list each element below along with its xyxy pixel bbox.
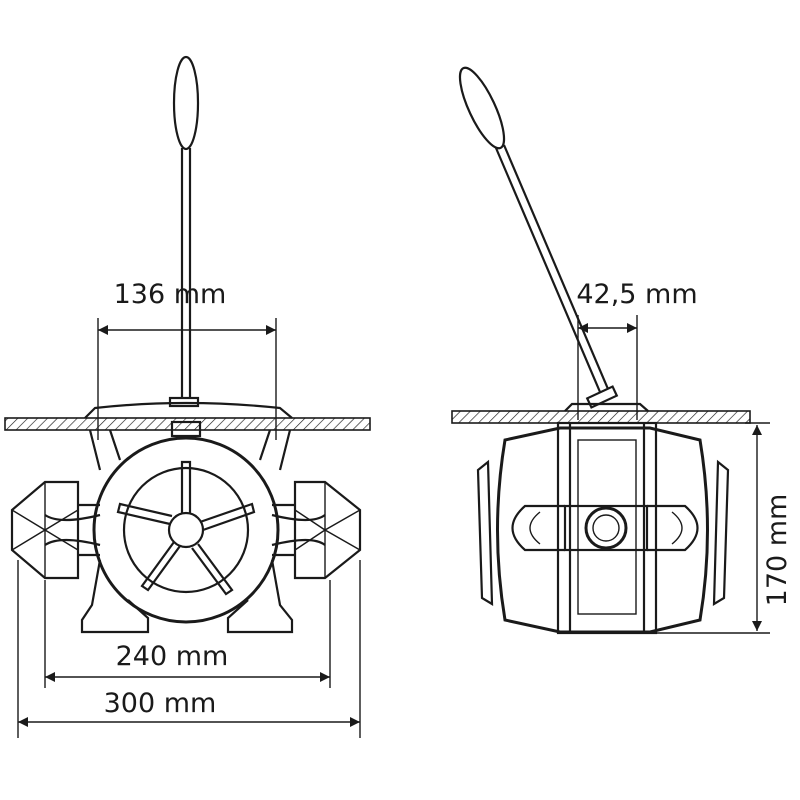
dim-handle-spacing-label: 136 mm [114,279,227,310]
front-right-valve [271,480,362,580]
dim-base-width: 240 mm [44,580,331,688]
dim-height: 170 mm [650,422,793,634]
dim-height-label: 170 mm [762,494,793,607]
front-pump-body [80,420,294,634]
front-mounting-plate [4,417,371,431]
dim-lever-offset: 42,5 mm [576,279,698,420]
front-left-valve [10,480,101,580]
dim-lever-offset-label: 42,5 mm [576,279,697,310]
dim-base-width-label: 240 mm [116,641,229,672]
dim-handle-spacing: 136 mm [97,279,277,440]
side-lever [458,66,619,409]
front-view: 136 mm 240 mm 300 mm [4,55,371,738]
dim-overall-width-label: 300 mm [104,688,217,719]
front-handle [172,55,200,398]
side-mounting-plate [451,410,751,424]
side-pump-body [476,421,730,635]
side-view: 42,5 mm 170 mm [451,66,793,635]
front-top-flange [84,401,293,419]
dim-overall-width: 300 mm [17,560,361,738]
